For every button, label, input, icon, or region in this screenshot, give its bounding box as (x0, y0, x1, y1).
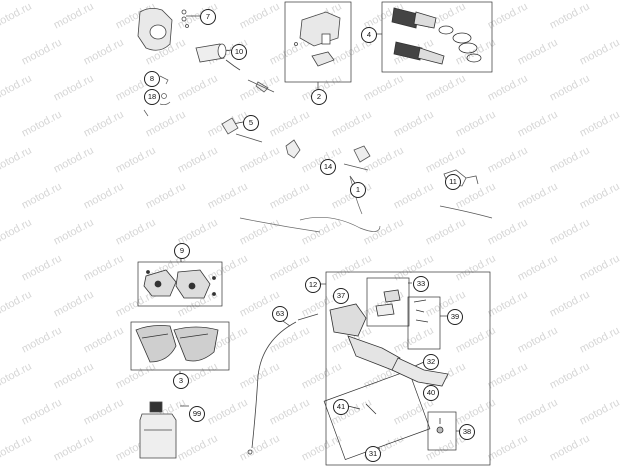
box-item-3 (130, 321, 230, 371)
callout-32: 32 (423, 354, 439, 370)
callout-41: 41 (333, 399, 349, 415)
callout-8: 8 (144, 71, 160, 87)
callout-63: 63 (272, 306, 288, 322)
callout-31: 31 (365, 446, 381, 462)
callout-10: 10 (231, 44, 247, 60)
box-item-9 (137, 261, 223, 307)
callout-1: 1 (350, 182, 366, 198)
callout-37: 37 (333, 288, 349, 304)
box-item-4 (381, 1, 493, 73)
callout-4: 4 (361, 27, 377, 43)
callout-99: 99 (189, 406, 205, 422)
box-item-31 (323, 370, 431, 460)
callout-7: 7 (200, 9, 216, 25)
callout-2: 2 (311, 89, 327, 105)
callout-5: 5 (243, 115, 259, 131)
callout-18: 18 (144, 89, 160, 105)
box-item-39 (407, 296, 441, 350)
callout-9: 9 (174, 243, 190, 259)
callout-14: 14 (320, 159, 336, 175)
callout-38: 38 (459, 424, 475, 440)
callout-12: 12 (305, 277, 321, 293)
callout-11: 11 (445, 174, 461, 190)
callout-3: 3 (173, 373, 189, 389)
callout-33: 33 (413, 276, 429, 292)
box-item-33 (366, 277, 410, 327)
box-item-12 (325, 271, 491, 466)
callout-40: 40 (423, 385, 439, 401)
callout-39: 39 (447, 309, 463, 325)
